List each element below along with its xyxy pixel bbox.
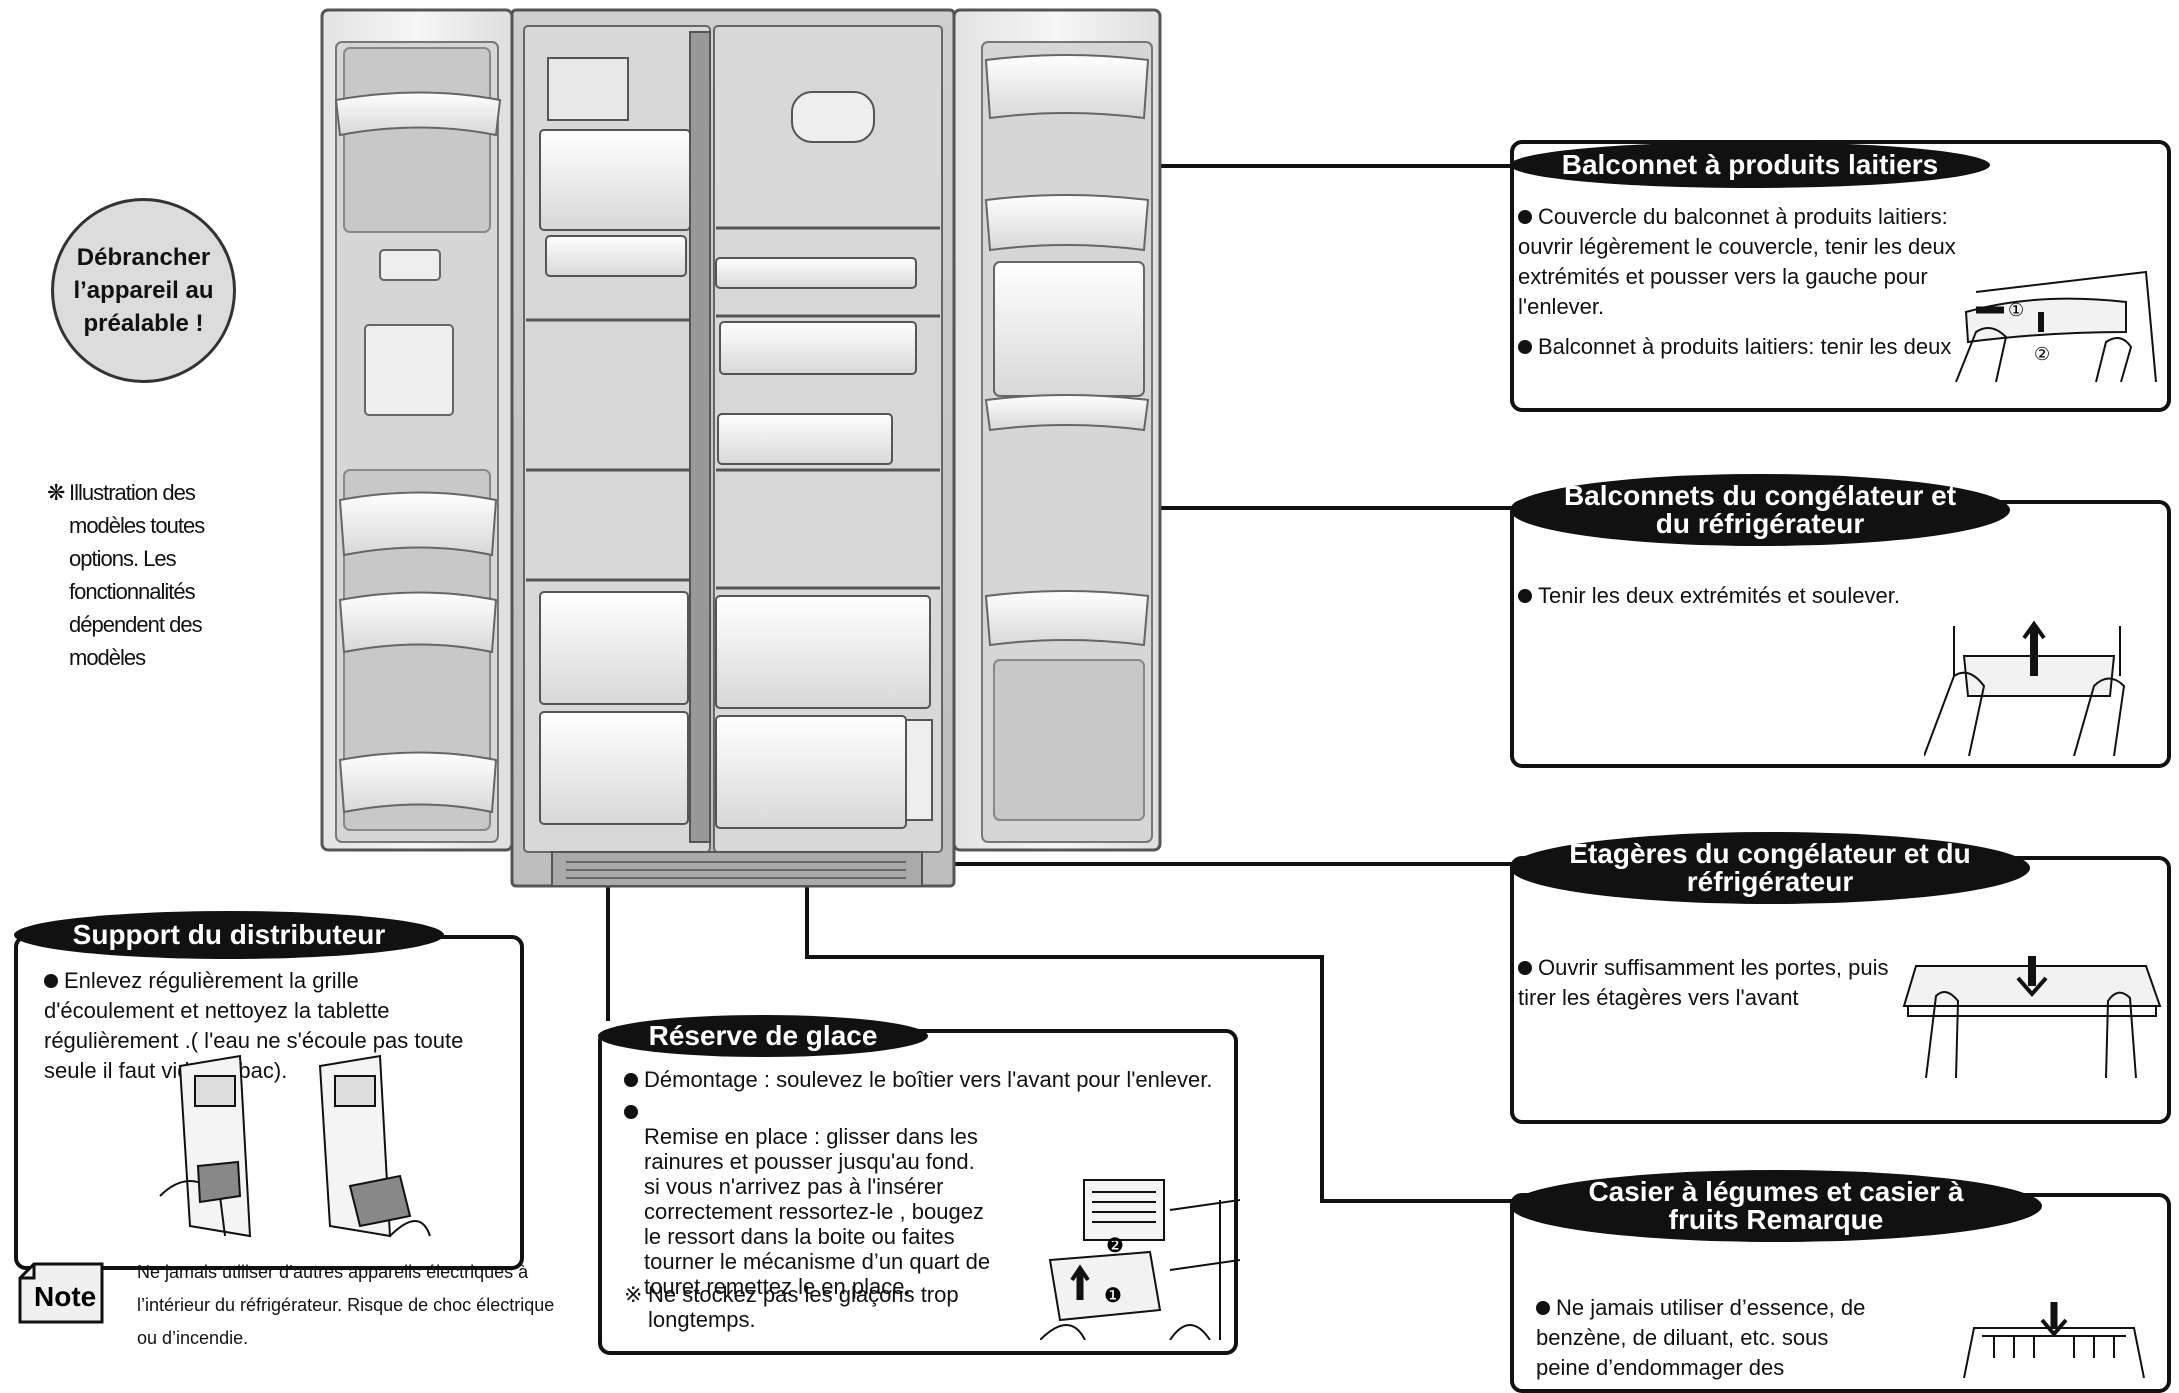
door-bins-bullet-1-text: Tenir les deux extrémités et soulever. [1538,583,1900,608]
panel-dispenser [14,935,524,1270]
unplug-warning-text: Débrancher l’appareil au préalable ! [73,244,214,337]
title-door-bins: Balconnets du congélateur et du réfrigér… [1510,474,2010,546]
door-bins-hands-illustration [1924,620,2126,756]
note-text: Ne jamais utiliser d’autres appareils él… [137,1262,555,1348]
title-crisper-text: Casier à légumes et casier à fruits Rema… [1588,1176,1964,1235]
title-dispenser-text: Support du distributeur [72,919,386,950]
bullet-dot-icon [1536,1301,1550,1315]
bullet-dot-icon [1518,210,1532,224]
bullet-dot-icon [624,1105,638,1119]
dispenser-bullet-1-text: Enlevez régulièrement la grille d'écoule… [44,968,464,1083]
illustration-note-text: Illustration des modèles toutes options.… [69,480,205,670]
crisper-illustration [1963,1302,2145,1378]
title-shelves-text: Étagères du congélateur et du réfrigérat… [1569,838,1971,897]
dairy-bullet-2-text: Balconnet à produits laitiers: tenir les… [1538,334,1952,359]
bullet-dot-icon [1518,961,1532,975]
ice-bullet-1-text: Démontage : soulevez le boîtier vers l'a… [644,1067,1213,1092]
ice-note: ※Ne stockez pas les glaçons trop longtem… [624,1282,984,1332]
ice-bullet-1: Démontage : soulevez le boîtier vers l'a… [624,1065,1234,1095]
note-label: Note [34,1281,96,1312]
unplug-warning-badge: Débrancher l’appareil au préalable ! [51,198,236,383]
crisper-bullet-1: Ne jamais utiliser d’essence, de benzène… [1536,1293,1876,1383]
bullet-dot-icon [624,1073,638,1087]
ice-bin-illustration: ❷ ❶ [1040,1179,1240,1340]
dispenser-illustration [159,1054,431,1238]
ice-step-1: ❶ [1104,1283,1122,1307]
shelves-bullet-1: Ouvrir suffisamment les portes, puis tir… [1518,953,1898,1013]
dairy-hands-illustration: ① ② [1955,270,2157,383]
shelves-bullet-1-text: Ouvrir suffisamment les portes, puis tir… [1518,955,1889,1010]
title-dispenser: Support du distributeur [14,911,444,959]
ice-note-text: Ne stockez pas les glaçons trop longtemp… [648,1282,959,1332]
bullet-dot-icon [44,974,58,988]
title-ice-text: Réserve de glace [648,1020,878,1051]
dairy-bullet-2: Balconnet à produits laitiers: tenir les… [1518,332,1988,362]
bullet-dot-icon [1518,589,1532,603]
ice-note-symbol: ※ [624,1282,643,1307]
shelves-hands-illustration [1902,956,2162,1078]
illustration-note: ❋ Illustration des modèles toutes option… [47,476,237,674]
title-dairy-text: Balconnet à produits laitiers [1561,149,1939,180]
ice-bullet-2: Remise en place : glisser dans les rainu… [624,1099,1184,1324]
bullet-dot-icon [1518,340,1532,354]
title-shelves: Étagères du congélateur et du réfrigérat… [1510,832,2030,904]
door-bins-bullet-1: Tenir les deux extrémités et soulever. [1518,581,1938,611]
ice-bullet-2-text: Remise en place : glisser dans les rainu… [644,1124,991,1299]
dairy-step-1: ① [2008,300,2024,321]
title-crisper: Casier à légumes et casier à fruits Rema… [1510,1170,2042,1242]
crisper-bullet-1-text: Ne jamais utiliser d’essence, de benzène… [1536,1295,1866,1380]
title-ice: Réserve de glace [598,1015,928,1057]
asterisk-icon: ❋ [47,480,65,505]
dairy-bullet-1-text: Couvercle du balconnet à produits laitie… [1518,204,1956,319]
dispenser-bullet-1: Enlevez régulièrement la grille d'écoule… [44,966,464,1086]
title-dairy: Balconnet à produits laitiers [1510,142,1990,188]
dairy-bullet-1: Couvercle du balconnet à produits laitie… [1518,202,1988,322]
note-icon: Note [18,1262,104,1324]
dairy-step-2: ② [2034,344,2050,365]
panel-door-bins [1510,500,2171,768]
ice-step-2: ❷ [1106,1233,1124,1257]
title-door-bins-text: Balconnets du congélateur et du réfrigér… [1563,480,1957,539]
